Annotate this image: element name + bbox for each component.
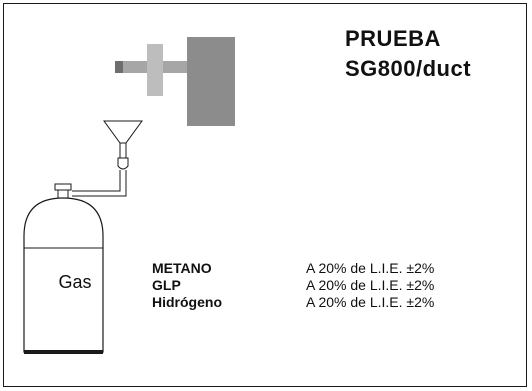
diagram-title: PRUEBA SG800/duct [345, 24, 471, 84]
gas-name: METANO [152, 260, 212, 276]
gas-spec: A 20% de L.I.E. ±2% [306, 260, 435, 276]
sensor-body [187, 37, 235, 126]
gas-name: GLP [152, 277, 181, 293]
gas-spec: A 20% de L.I.E. ±2% [306, 294, 435, 310]
cylinder-label: Gas [58, 272, 92, 292]
funnel-bulb [117, 157, 129, 170]
funnel [103, 120, 143, 170]
gas-spec: A 20% de L.I.E. ±2% [306, 277, 435, 293]
title-line-2: SG800/duct [345, 56, 472, 81]
cylinder-base [24, 350, 103, 354]
funnel-cone [103, 120, 143, 144]
sensor-flange [147, 44, 163, 96]
gas-tubing [72, 170, 127, 197]
gas-cylinder [23, 197, 104, 354]
sensor-detector [115, 37, 235, 126]
title-line-1: PRUEBA [345, 26, 441, 51]
gas-name: Hidrógeno [152, 294, 222, 310]
sensor-tip [115, 61, 123, 73]
